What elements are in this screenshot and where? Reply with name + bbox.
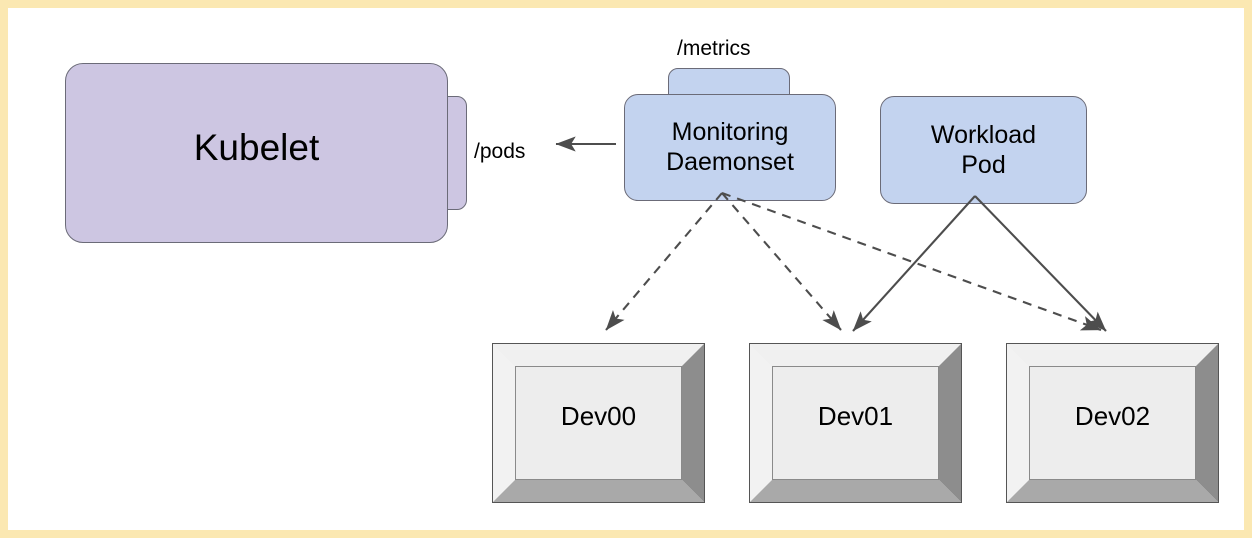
node-kubelet[interactable]: Kubelet	[65, 63, 448, 243]
device-bevel-bottom	[750, 480, 961, 502]
node-kubelet-label: Kubelet	[193, 127, 320, 168]
device-bevel-right	[939, 344, 961, 502]
kubelet-pods-endpoint-label: /pods	[474, 140, 526, 163]
device-screen	[1029, 366, 1196, 480]
monitoring-daemonset-metrics-endpoint-label: /metrics	[677, 37, 751, 60]
device-bevel-right	[682, 344, 704, 502]
device-bevel-left	[493, 344, 515, 502]
device-bevel	[493, 344, 704, 502]
node-workload-pod-label-line1: Workload	[930, 121, 1037, 149]
diagram-canvas: Kubelet /pods Monitoring Daemonset /metr…	[8, 8, 1244, 530]
device-bevel-bottom	[493, 480, 704, 502]
device-bevel-left	[1007, 344, 1029, 502]
node-monitoring-daemonset-label-line2: Daemonset	[666, 147, 794, 176]
node-workload-pod-label: Workload Pod	[881, 121, 1086, 180]
device-bevel-top	[750, 344, 961, 366]
node-workload-pod[interactable]: Workload Pod	[880, 96, 1087, 204]
node-device-dev00[interactable]: Dev00	[492, 343, 705, 503]
device-bevel-top	[1007, 344, 1218, 366]
node-device-dev02[interactable]: Dev02	[1006, 343, 1219, 503]
node-monitoring-daemonset[interactable]: Monitoring Daemonset	[624, 94, 836, 201]
device-bevel	[1007, 344, 1218, 502]
node-monitoring-daemonset-label: Monitoring Daemonset	[625, 118, 835, 177]
device-screen	[515, 366, 682, 480]
node-monitoring-daemonset-label-line1: Monitoring	[671, 118, 789, 146]
device-bevel	[750, 344, 961, 502]
node-device-dev01[interactable]: Dev01	[749, 343, 962, 503]
device-bevel-bottom	[1007, 480, 1218, 502]
node-workload-pod-label-line2: Pod	[961, 150, 1006, 179]
device-screen	[772, 366, 939, 480]
device-bevel-top	[493, 344, 704, 366]
device-bevel-left	[750, 344, 772, 502]
device-bevel-right	[1196, 344, 1218, 502]
